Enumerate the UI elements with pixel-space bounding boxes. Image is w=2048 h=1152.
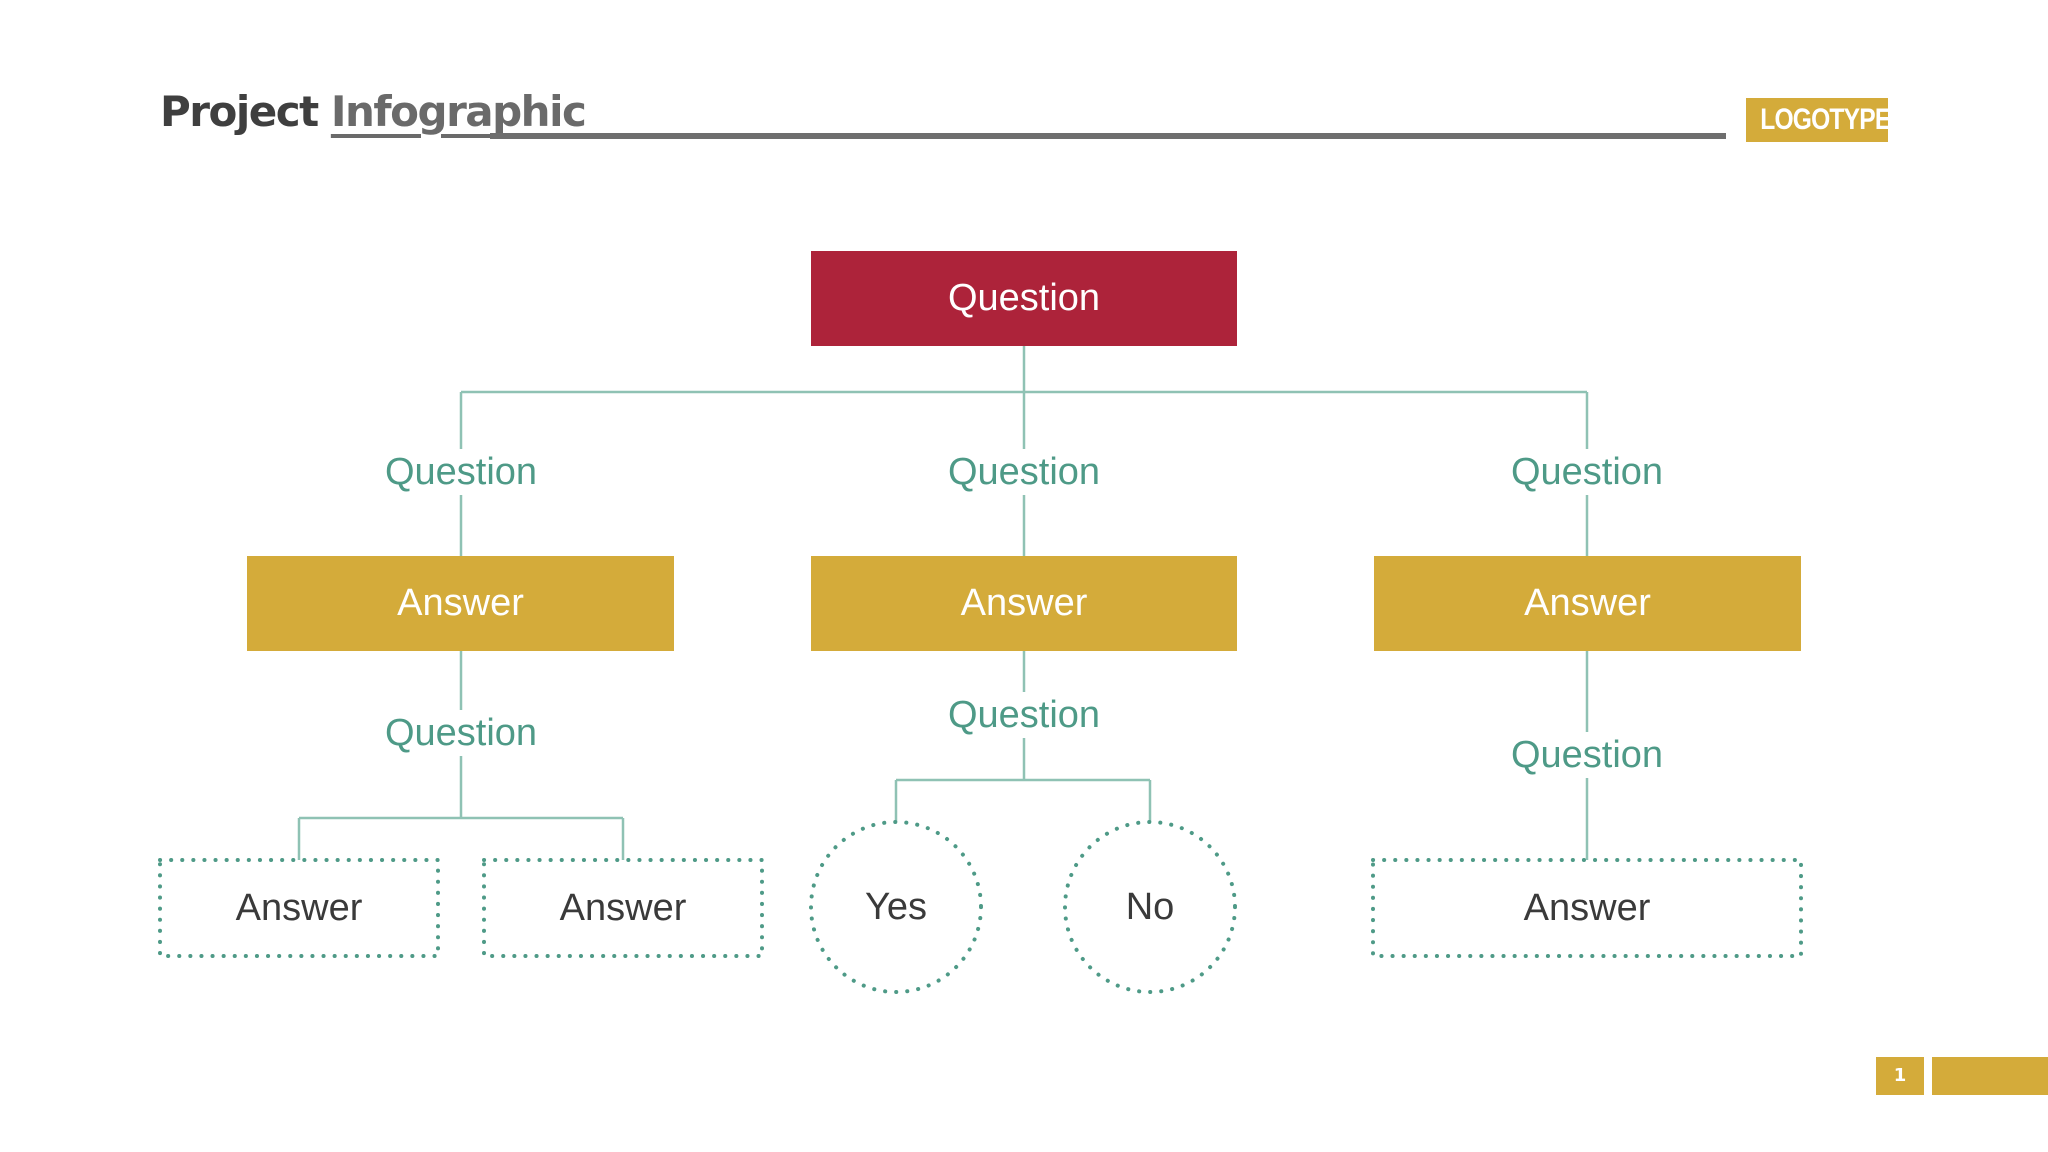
branch-3-question: Question [1457,449,1717,495]
branch-3-answer-box: Answer [1374,556,1801,651]
branch-2-leaf-yes: Yes [865,885,927,928]
root-question-label: Question [947,277,1101,319]
logotype-text: LOGOTYPE [1760,103,1888,136]
branch-2-answer-label: Answer [960,582,1088,624]
branch-2-sub-question: Question [894,692,1154,738]
branch-1-answer-label: Answer [397,582,524,624]
branch-1-question: Question [331,449,591,495]
branch-3-answer-label: Answer [1524,582,1651,624]
title-word-project: Project [160,87,319,136]
branch-1-sub-question: Question [331,710,591,756]
dotted-box-b3-leaf1 [1371,858,1803,958]
page-bar-accent [1932,1057,2048,1095]
branch-3-sub-question: Question [1457,732,1717,778]
title-word-infographic: Infographic [330,87,587,136]
dotted-circle-no [1063,820,1237,994]
title-underline [490,133,1726,139]
branch-1-leaf-2: Answer [559,886,687,929]
root-question-box: Question [811,251,1237,346]
dotted-box-b1-leaf1 [158,858,440,958]
branch-2-leaf-no: No [1125,885,1175,928]
page-title: Project Infographic [160,84,587,140]
dotted-box-b1-leaf2 [482,858,764,958]
branch-3-leaf-1: Answer [1523,886,1651,929]
branch-2-answer-box: Answer [811,556,1237,651]
dotted-circle-yes [809,820,983,994]
page-number: 1 [1876,1057,1924,1095]
branch-1-answer-box: Answer [247,556,674,651]
branch-2-question: Question [894,449,1154,495]
branch-1-leaf-1: Answer [235,886,363,929]
logotype-badge: LOGOTYPE [1746,98,1888,142]
